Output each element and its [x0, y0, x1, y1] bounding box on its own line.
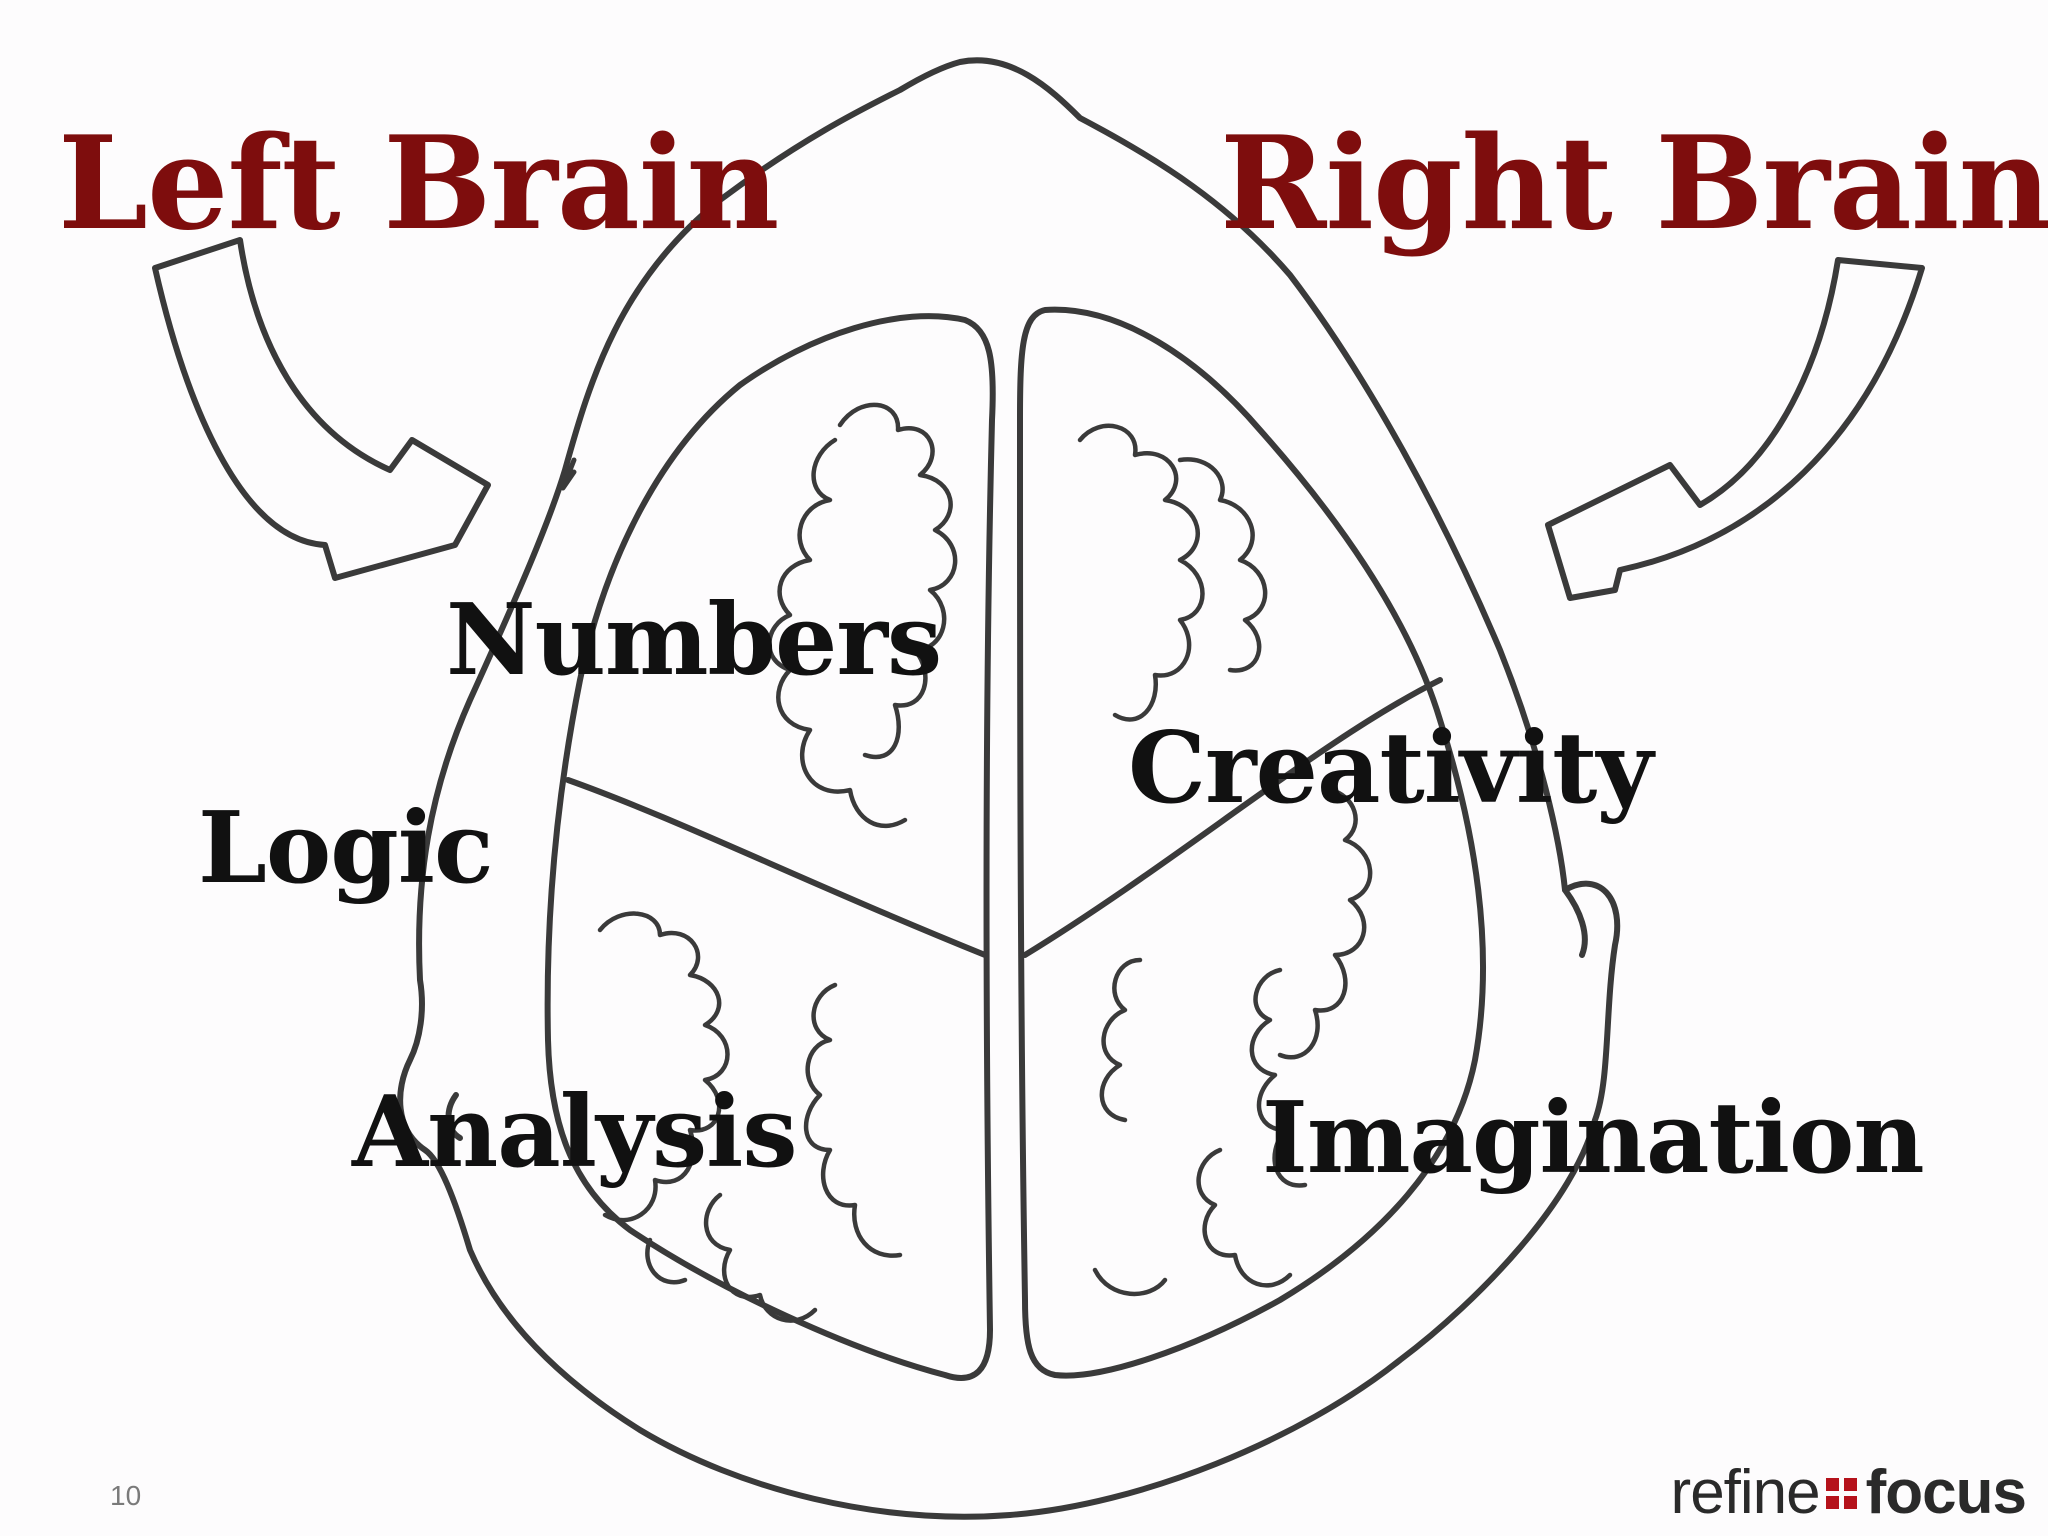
label-logic: Logic: [198, 791, 494, 906]
right-curved-arrow-icon: [1545, 257, 1925, 601]
page-number: 10: [110, 1480, 142, 1511]
left-ear-outline: [445, 1092, 463, 1141]
refine-focus-logo: refine focus: [1670, 1458, 2027, 1527]
four-square-icon: [1825, 1477, 1857, 1509]
right-gyrus-squiggle: [1077, 423, 1373, 1297]
logo-text-focus: focus: [1865, 1458, 2027, 1527]
left-division-line: [565, 777, 988, 958]
head-outline: [397, 57, 1621, 1520]
logo-text-refine: refine: [1670, 1458, 1821, 1527]
right-brain-title: Right Brain: [1220, 109, 2048, 259]
left-gyrus-squiggle: [767, 402, 958, 829]
right-division-line: [1022, 677, 1443, 958]
left-hemisphere-outline: [544, 313, 996, 1381]
left-brain-title: Left Brain: [58, 109, 779, 259]
tick-mark: [560, 457, 577, 491]
left-curved-arrow-icon: [152, 237, 491, 581]
label-creativity: Creativity: [1128, 711, 1653, 826]
label-analysis: Analysis: [352, 1075, 798, 1190]
right-hemisphere-outline: [1017, 306, 1486, 1379]
label-numbers: Numbers: [446, 583, 942, 698]
left-gyrus-squiggle: [597, 911, 903, 1323]
label-imagination: Imagination: [1262, 1081, 1925, 1196]
right-ear-outline: [1562, 887, 1588, 958]
